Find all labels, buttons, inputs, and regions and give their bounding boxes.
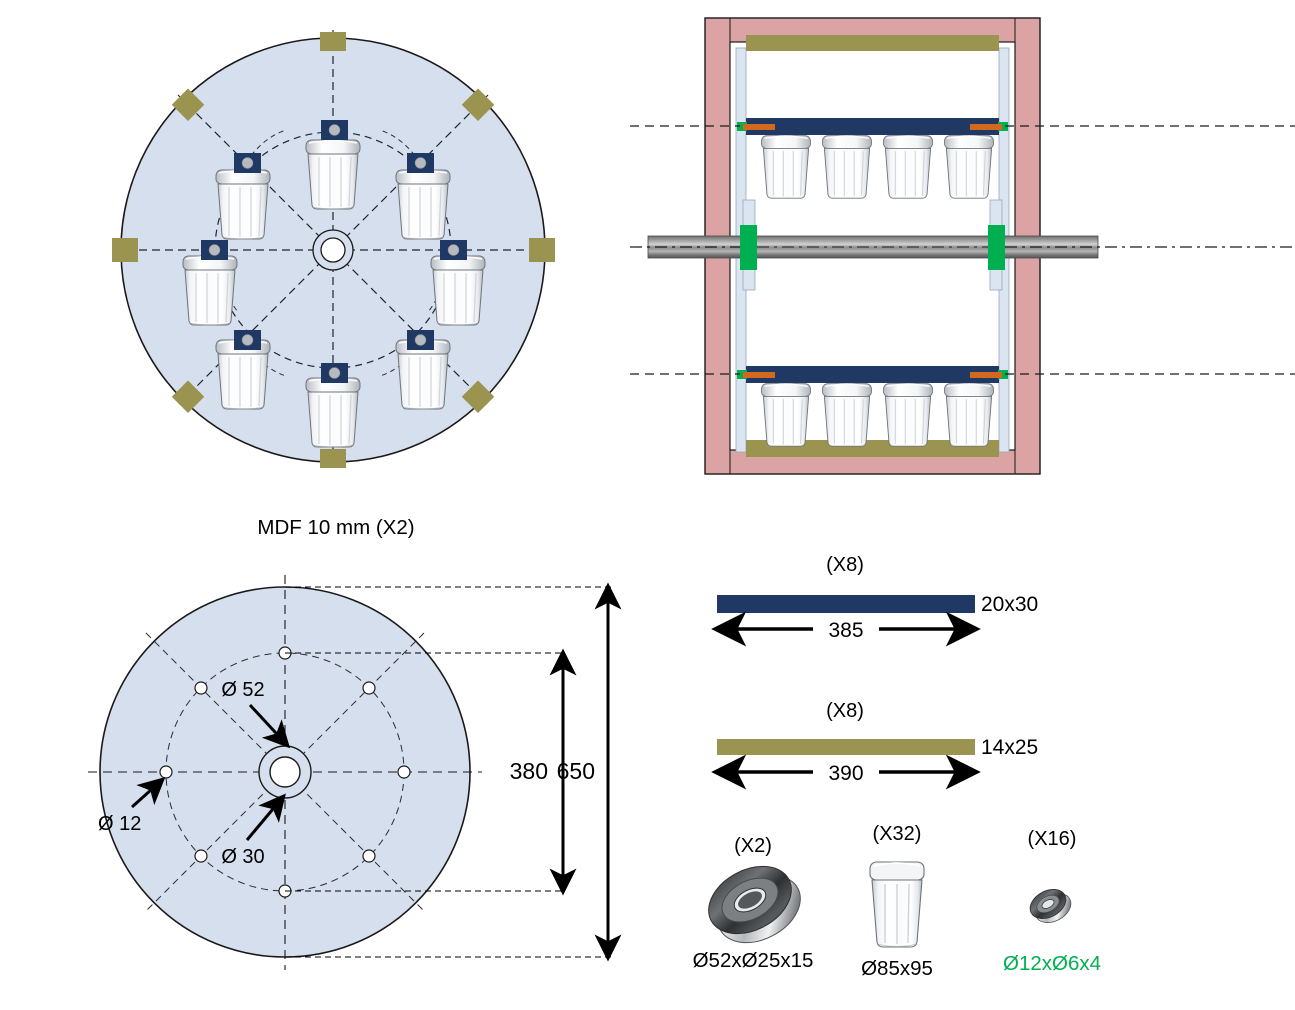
shaft-collar-right (988, 225, 1005, 270)
green-fitting-upper-right (998, 122, 1008, 131)
jar-u3 (882, 134, 934, 199)
olive-bar-length: 390 (828, 762, 863, 785)
navy-bar-upper (746, 118, 999, 135)
olive-stop-br (461, 380, 495, 413)
olive-stop-right (529, 238, 555, 262)
shelf-upper (737, 118, 1008, 135)
small-ball-bearing-icon (1029, 889, 1072, 923)
small-bearing-spec: Ø12xØ6x4 (1003, 952, 1101, 975)
bearing-block-bl (234, 330, 261, 350)
hole-nw (194, 681, 208, 695)
jar-bl (215, 339, 271, 410)
dim-380-label: 380 (510, 758, 548, 784)
navy-bar-length: 385 (828, 619, 863, 642)
jar-right (430, 255, 486, 326)
olive-stop-group (112, 32, 555, 468)
large-bearing-qty: (X2) (734, 835, 772, 857)
green-fitting-lower-left (737, 370, 747, 379)
jar-tl (215, 169, 271, 240)
hole-ne (362, 681, 376, 695)
olive-stop-tr (461, 88, 495, 121)
jar-u1 (760, 134, 812, 199)
olive-stop-bottom (320, 449, 346, 468)
label-d30: Ø 30 (221, 846, 264, 868)
olive-stop-top (320, 32, 346, 51)
olive-bar-dim: 390 (711, 754, 981, 790)
parts-list: (X8) 20x30 385 (X8) 14x25 390 (X2) (665, 545, 1295, 1010)
jar-l1 (760, 382, 812, 447)
navy-bar-lower (746, 366, 999, 383)
olive-rail-bottom (746, 440, 999, 457)
bearing-block-bottom (321, 363, 348, 383)
bearing-block-group (201, 120, 467, 383)
jar-u4 (943, 134, 995, 199)
bearing-block-right (440, 240, 467, 260)
olive-stop-left (112, 238, 138, 262)
front-section-view (630, 0, 1295, 500)
leader-d12 (130, 776, 166, 809)
green-fitting-lower-right (998, 370, 1008, 379)
main-shaft (647, 225, 1099, 270)
orange-pin-upper-left (743, 124, 775, 130)
large-bearing-spec: Ø52xØ25x15 (693, 949, 814, 972)
label-d12: Ø 12 (98, 813, 141, 835)
hole-sw (194, 849, 208, 863)
navy-bar-dim: 385 (711, 611, 981, 647)
orange-pin-upper-right (970, 124, 1002, 130)
hole-e (397, 765, 411, 779)
top-plan-view (0, 0, 650, 500)
jar-bottom (305, 377, 361, 448)
label-d52: Ø 52 (221, 679, 264, 701)
hole-se (362, 849, 376, 863)
small-bearing-qty: (X16) (1028, 828, 1077, 850)
bearing-block-top (321, 120, 348, 140)
bearing-block-br (407, 330, 434, 350)
leader-d52 (248, 703, 291, 749)
hole-w (159, 765, 173, 779)
bearing-block-tl (234, 153, 261, 173)
jar-l3 (882, 382, 934, 447)
jar-u2 (821, 134, 873, 199)
olive-rail-top (746, 35, 999, 51)
green-fitting-upper-left (737, 122, 747, 131)
mdf-disc-view: MDF 10 mm (X2) (0, 500, 665, 1010)
bearing-block-tr (407, 153, 434, 173)
large-ball-bearing-icon (708, 865, 801, 944)
orange-pin-lower-left (743, 372, 775, 378)
olive-bar-section: 14x25 (981, 736, 1038, 759)
mdf-title: MDF 10 mm (X2) (257, 516, 414, 539)
olive-bar-shape (717, 739, 975, 755)
section-centerlines (630, 125, 1295, 375)
jar-left (182, 255, 238, 326)
leader-d30 (245, 793, 286, 841)
olive-bar-qty: (X8) (826, 700, 864, 722)
leader-arrow-group (130, 703, 291, 841)
jar-tr (395, 169, 451, 240)
jar-l4 (943, 382, 995, 447)
navy-bar-section: 20x30 (981, 593, 1038, 616)
center-hub (312, 229, 354, 271)
jar-top (305, 139, 361, 210)
navy-bar-qty: (X8) (826, 554, 864, 576)
jar-l2 (821, 382, 873, 447)
glass-jar-icon (869, 861, 925, 948)
dim-380: 380 (510, 648, 577, 896)
shelf-lower (737, 366, 1008, 383)
shaft-collar-left (740, 225, 757, 270)
mdf-center-bore (258, 745, 312, 799)
jar-qty: (X32) (873, 823, 922, 845)
jar-spec: Ø85x95 (861, 957, 933, 980)
bearing-block-left (201, 240, 228, 260)
mdf-extension-lines (285, 586, 612, 958)
navy-bar-shape (717, 595, 975, 613)
jar-br (395, 339, 451, 410)
orange-pin-lower-right (970, 372, 1002, 378)
